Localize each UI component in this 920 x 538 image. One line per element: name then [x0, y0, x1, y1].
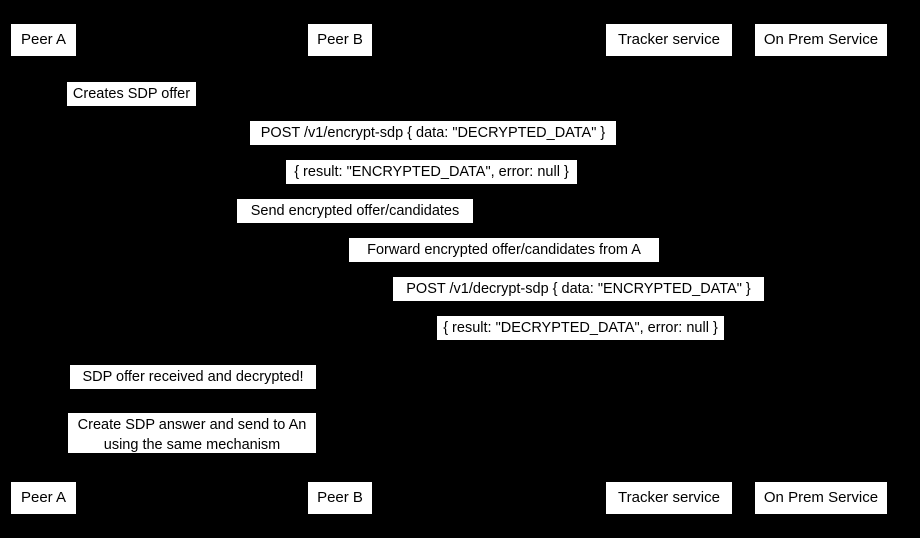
message-label-encrypt-sdp-result[interactable]: { result: "ENCRYPTED_DATA", error: null …: [286, 160, 577, 184]
message-label-sdp-offer-received[interactable]: SDP offer received and decrypted!: [70, 365, 316, 389]
participant-head-peer-a[interactable]: Peer A: [10, 23, 77, 57]
participant-foot-peer-a[interactable]: Peer A: [10, 481, 77, 515]
lifeline-peer-b: [340, 57, 341, 481]
note-line-2: using the same mechanism: [103, 437, 281, 453]
message-label-decrypt-sdp-result[interactable]: { result: "DECRYPTED_DATA", error: null …: [437, 316, 724, 340]
participant-foot-peer-b[interactable]: Peer B: [307, 481, 373, 515]
message-label-post-encrypt-sdp[interactable]: POST /v1/encrypt-sdp { data: "DECRYPTED_…: [250, 121, 616, 145]
participant-head-peer-b[interactable]: Peer B: [307, 23, 373, 57]
participant-head-tracker-service[interactable]: Tracker service: [605, 23, 733, 57]
participant-head-on-prem-service[interactable]: On Prem Service: [754, 23, 888, 57]
message-label-creates-sdp-offer[interactable]: Creates SDP offer: [67, 82, 196, 106]
message-label-forward-encrypted-offer[interactable]: Forward encrypted offer/candidates from …: [349, 238, 659, 262]
participant-foot-tracker-service[interactable]: Tracker service: [605, 481, 733, 515]
lifeline-on-prem-service: [821, 57, 822, 481]
note-line-1: Create SDP answer and send to An: [77, 417, 307, 433]
message-label-send-encrypted-offer[interactable]: Send encrypted offer/candidates: [237, 199, 473, 223]
lifeline-tracker-service: [669, 57, 670, 481]
message-label-post-decrypt-sdp[interactable]: POST /v1/decrypt-sdp { data: "ENCRYPTED_…: [393, 277, 764, 301]
participant-foot-on-prem-service[interactable]: On Prem Service: [754, 481, 888, 515]
note-create-sdp-answer[interactable]: Create SDP answer and send to An using t…: [68, 413, 316, 453]
lifeline-peer-a: [43, 57, 44, 481]
